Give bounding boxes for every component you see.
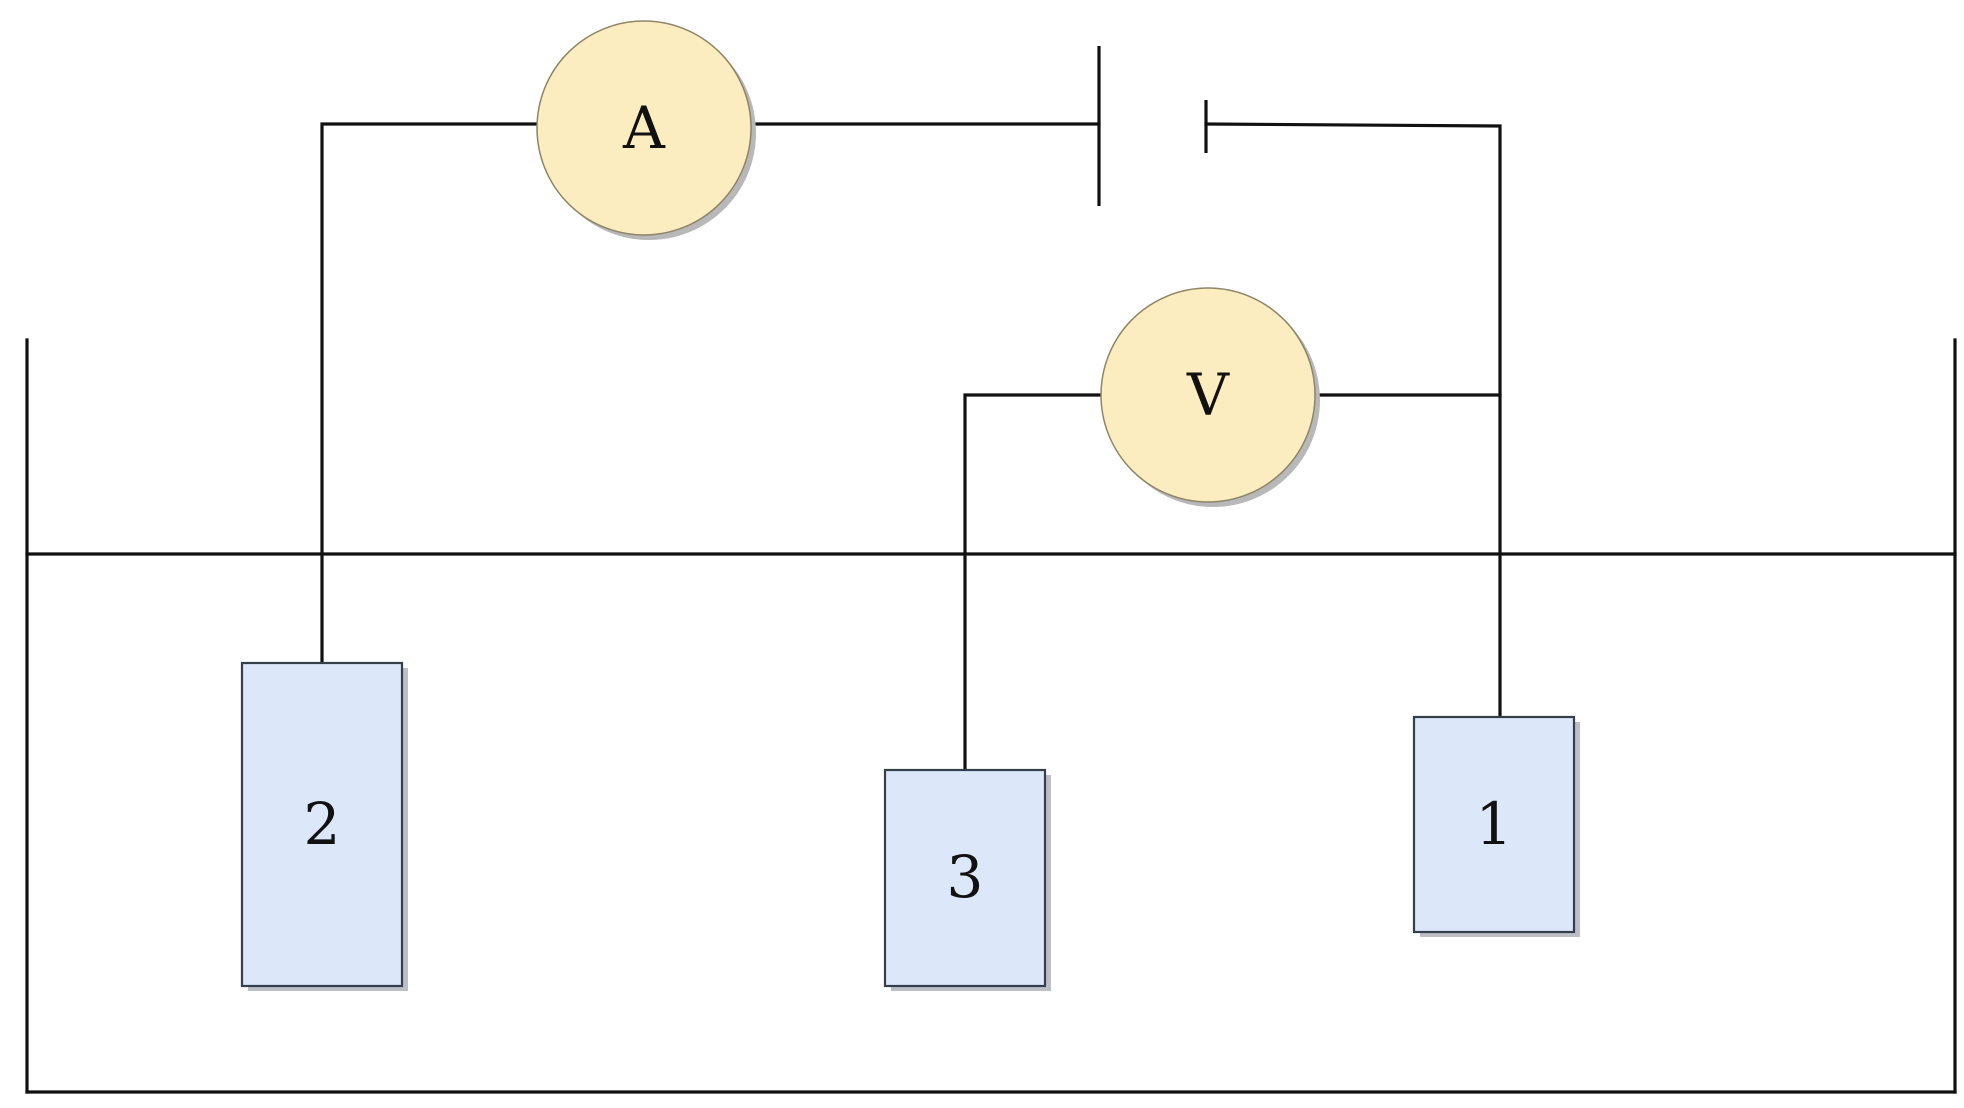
ammeter-label: A	[622, 94, 666, 162]
ammeter-body	[536, 20, 752, 236]
battery-icon	[1097, 46, 1208, 206]
electrode-1: 1	[1412, 715, 1580, 937]
electrode-3-body	[883, 768, 1047, 988]
ammeter: A	[536, 20, 756, 240]
electrode-2: 2	[240, 661, 408, 991]
vessel	[25, 338, 1957, 1094]
voltmeter: V	[1100, 287, 1320, 507]
wire-battery-to-electrode1	[1204, 122, 1502, 719]
voltmeter-label: V	[1186, 361, 1230, 429]
voltmeter-body	[1100, 287, 1316, 503]
electrode-2-body	[240, 661, 404, 988]
circuit-wires	[320, 122, 1502, 772]
wire-electrode2-to-ammeter	[320, 122, 538, 665]
electrode-3: 3	[883, 768, 1051, 991]
electrode-3-label: 3	[947, 843, 984, 911]
electrode-2-label: 2	[304, 790, 341, 858]
electrode-1-label: 1	[1476, 790, 1513, 858]
electrode-1-body	[1412, 715, 1576, 934]
wire-electrode3-to-voltmeter	[963, 393, 1103, 772]
